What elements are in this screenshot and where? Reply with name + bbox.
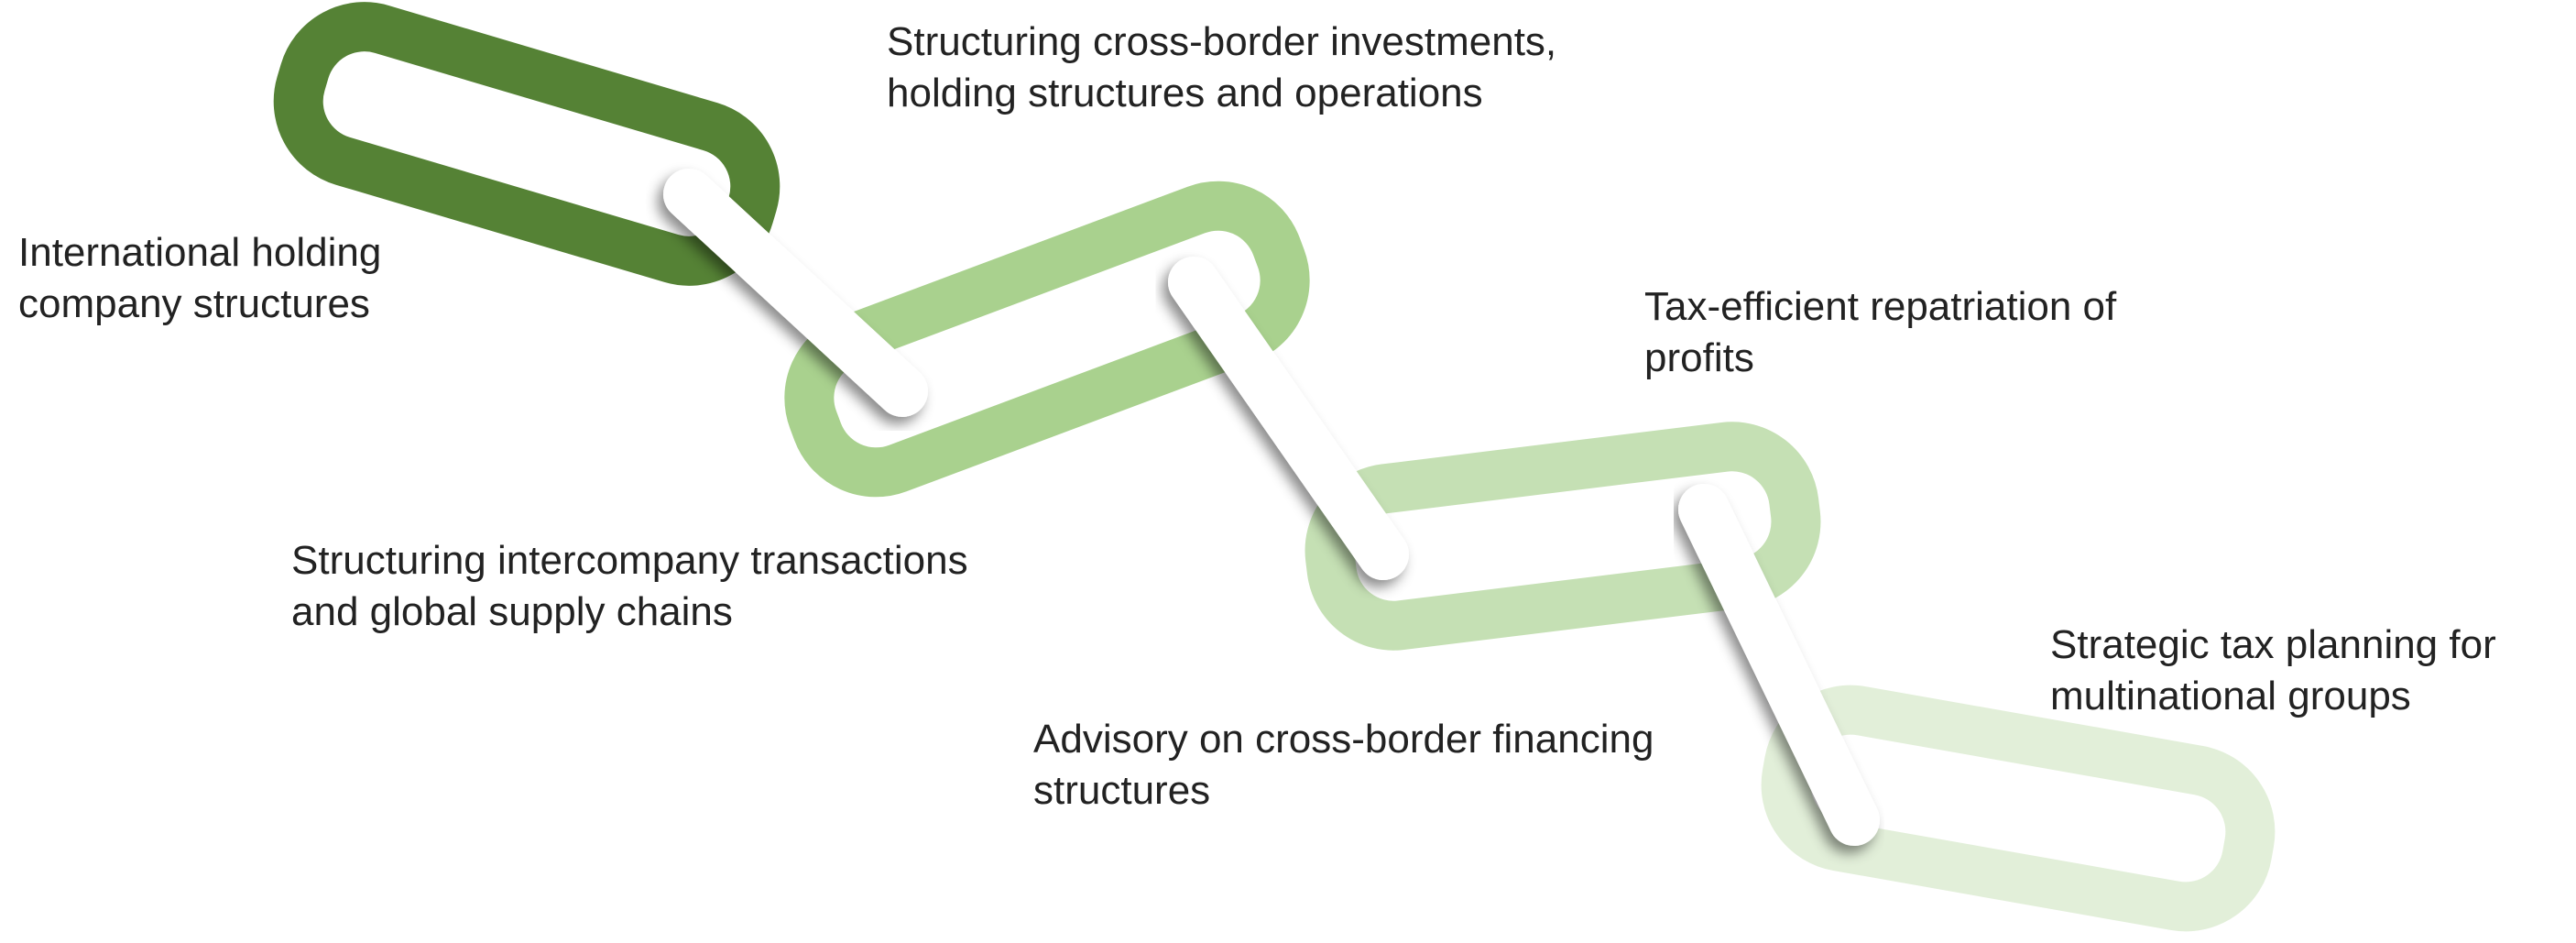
label-repatriation: Tax-efficient repatriation of profits (1644, 281, 2116, 384)
label-line: and global supply chains (291, 589, 733, 634)
label-line: Advisory on cross-border financing (1033, 717, 1654, 762)
label-international-holding: International holding company structures (18, 227, 381, 330)
label-line: Structuring cross-border investments, (887, 19, 1557, 64)
label-financing-structures: Advisory on cross-border financing struc… (1033, 714, 1654, 817)
label-line: Tax-efficient repatriation of (1644, 284, 2117, 329)
chain-link-3 (1304, 422, 1821, 651)
label-line: profits (1644, 335, 1754, 380)
label-line: multinational groups (2050, 674, 2411, 718)
chain-link-1 (273, 2, 780, 286)
label-line: company structures (18, 281, 370, 326)
chain-link-2 (784, 181, 1310, 498)
label-line: structures (1033, 768, 1211, 813)
label-strategic-tax-planning: Strategic tax planning for multinational… (2050, 620, 2496, 722)
chain-connector-2 (1168, 257, 1409, 580)
chain-connector-3 (1678, 484, 1880, 846)
label-intercompany-transactions: Structuring intercompany transactions an… (291, 535, 968, 638)
label-line: Structuring intercompany transactions (291, 538, 968, 583)
chain-link-4 (1761, 685, 2276, 932)
label-line: Strategic tax planning for (2050, 622, 2496, 667)
chain-connector-1 (663, 169, 928, 417)
label-line: International holding (18, 230, 382, 275)
label-cross-border-investments: Structuring cross-border investments, ho… (887, 16, 1556, 119)
label-line: holding structures and operations (887, 71, 1483, 115)
